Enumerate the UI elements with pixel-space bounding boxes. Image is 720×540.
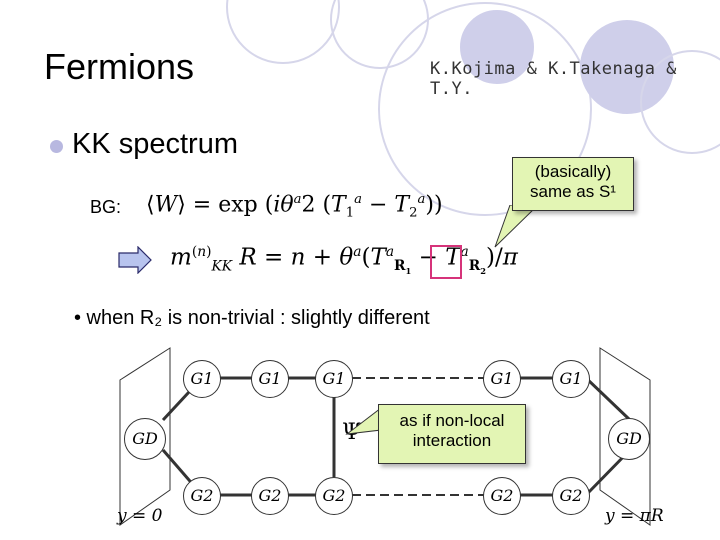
bullet-non-trivial: • when R₂ is non-trivial : slightly diff… (74, 307, 430, 329)
arrow-icon (118, 246, 152, 274)
node-gd-right-label: GD (616, 429, 642, 448)
node-g2-5-label: G2 (559, 486, 583, 505)
highlight-box (430, 245, 462, 279)
callout-nonlocal: as if non-local interaction (378, 404, 526, 464)
node-g2-4-label: G2 (490, 486, 514, 505)
node-gd-left-label: GD (132, 429, 158, 448)
node-gd-left: GD (124, 418, 166, 460)
bullet-dot (50, 140, 63, 153)
mass-equation: m(n)KK R = n + θa(TaR1 − TaR2)/π (170, 244, 518, 276)
node-g2-5: G2 (552, 477, 590, 515)
decor-circle-1 (226, 0, 340, 64)
node-g1-4: G1 (483, 360, 521, 398)
decor-circle-3 (378, 2, 592, 216)
node-g1-3-label: G1 (322, 369, 346, 388)
node-g1-2: G1 (251, 360, 289, 398)
callout-same-as-s1: (basically) same as S¹ (512, 157, 634, 211)
callout-pointer (494, 205, 539, 248)
node-gd-right: GD (608, 418, 650, 460)
node-g2-1: G2 (183, 477, 221, 515)
page-title: Fermions (44, 46, 195, 87)
node-g2-4: G2 (483, 477, 521, 515)
node-g1-3: G1 (315, 360, 353, 398)
node-g2-2: G2 (251, 477, 289, 515)
node-g1-2-label: G1 (258, 369, 282, 388)
bg-equation: ⟨W⟩ = exp (iθa2 (T1a − T2a)) (146, 192, 443, 221)
node-g2-3-label: G2 (322, 486, 346, 505)
node-g1-4-label: G1 (490, 369, 514, 388)
bg-label: BG: (90, 197, 122, 217)
right-boundary-label: y = πR (605, 506, 664, 526)
node-g1-1-label: G1 (190, 369, 214, 388)
node-g2-1-label: G2 (190, 486, 214, 505)
decor-circle-4 (460, 10, 534, 84)
bullet-kk-spectrum: KK spectrum (72, 128, 238, 160)
node-g1-5: G1 (552, 360, 590, 398)
left-boundary-label: y = 0 (117, 506, 163, 526)
callout-nonlocal-text: as if non-local interaction (399, 411, 505, 450)
node-g2-3: G2 (315, 477, 353, 515)
callout-same-as-s1-text: (basically) same as S¹ (530, 162, 616, 201)
authors: K.Kojima & K.Takenaga & T.Y. (430, 59, 677, 99)
node-g1-1: G1 (183, 360, 221, 398)
node-g2-2-label: G2 (258, 486, 282, 505)
node-g1-5-label: G1 (559, 369, 583, 388)
